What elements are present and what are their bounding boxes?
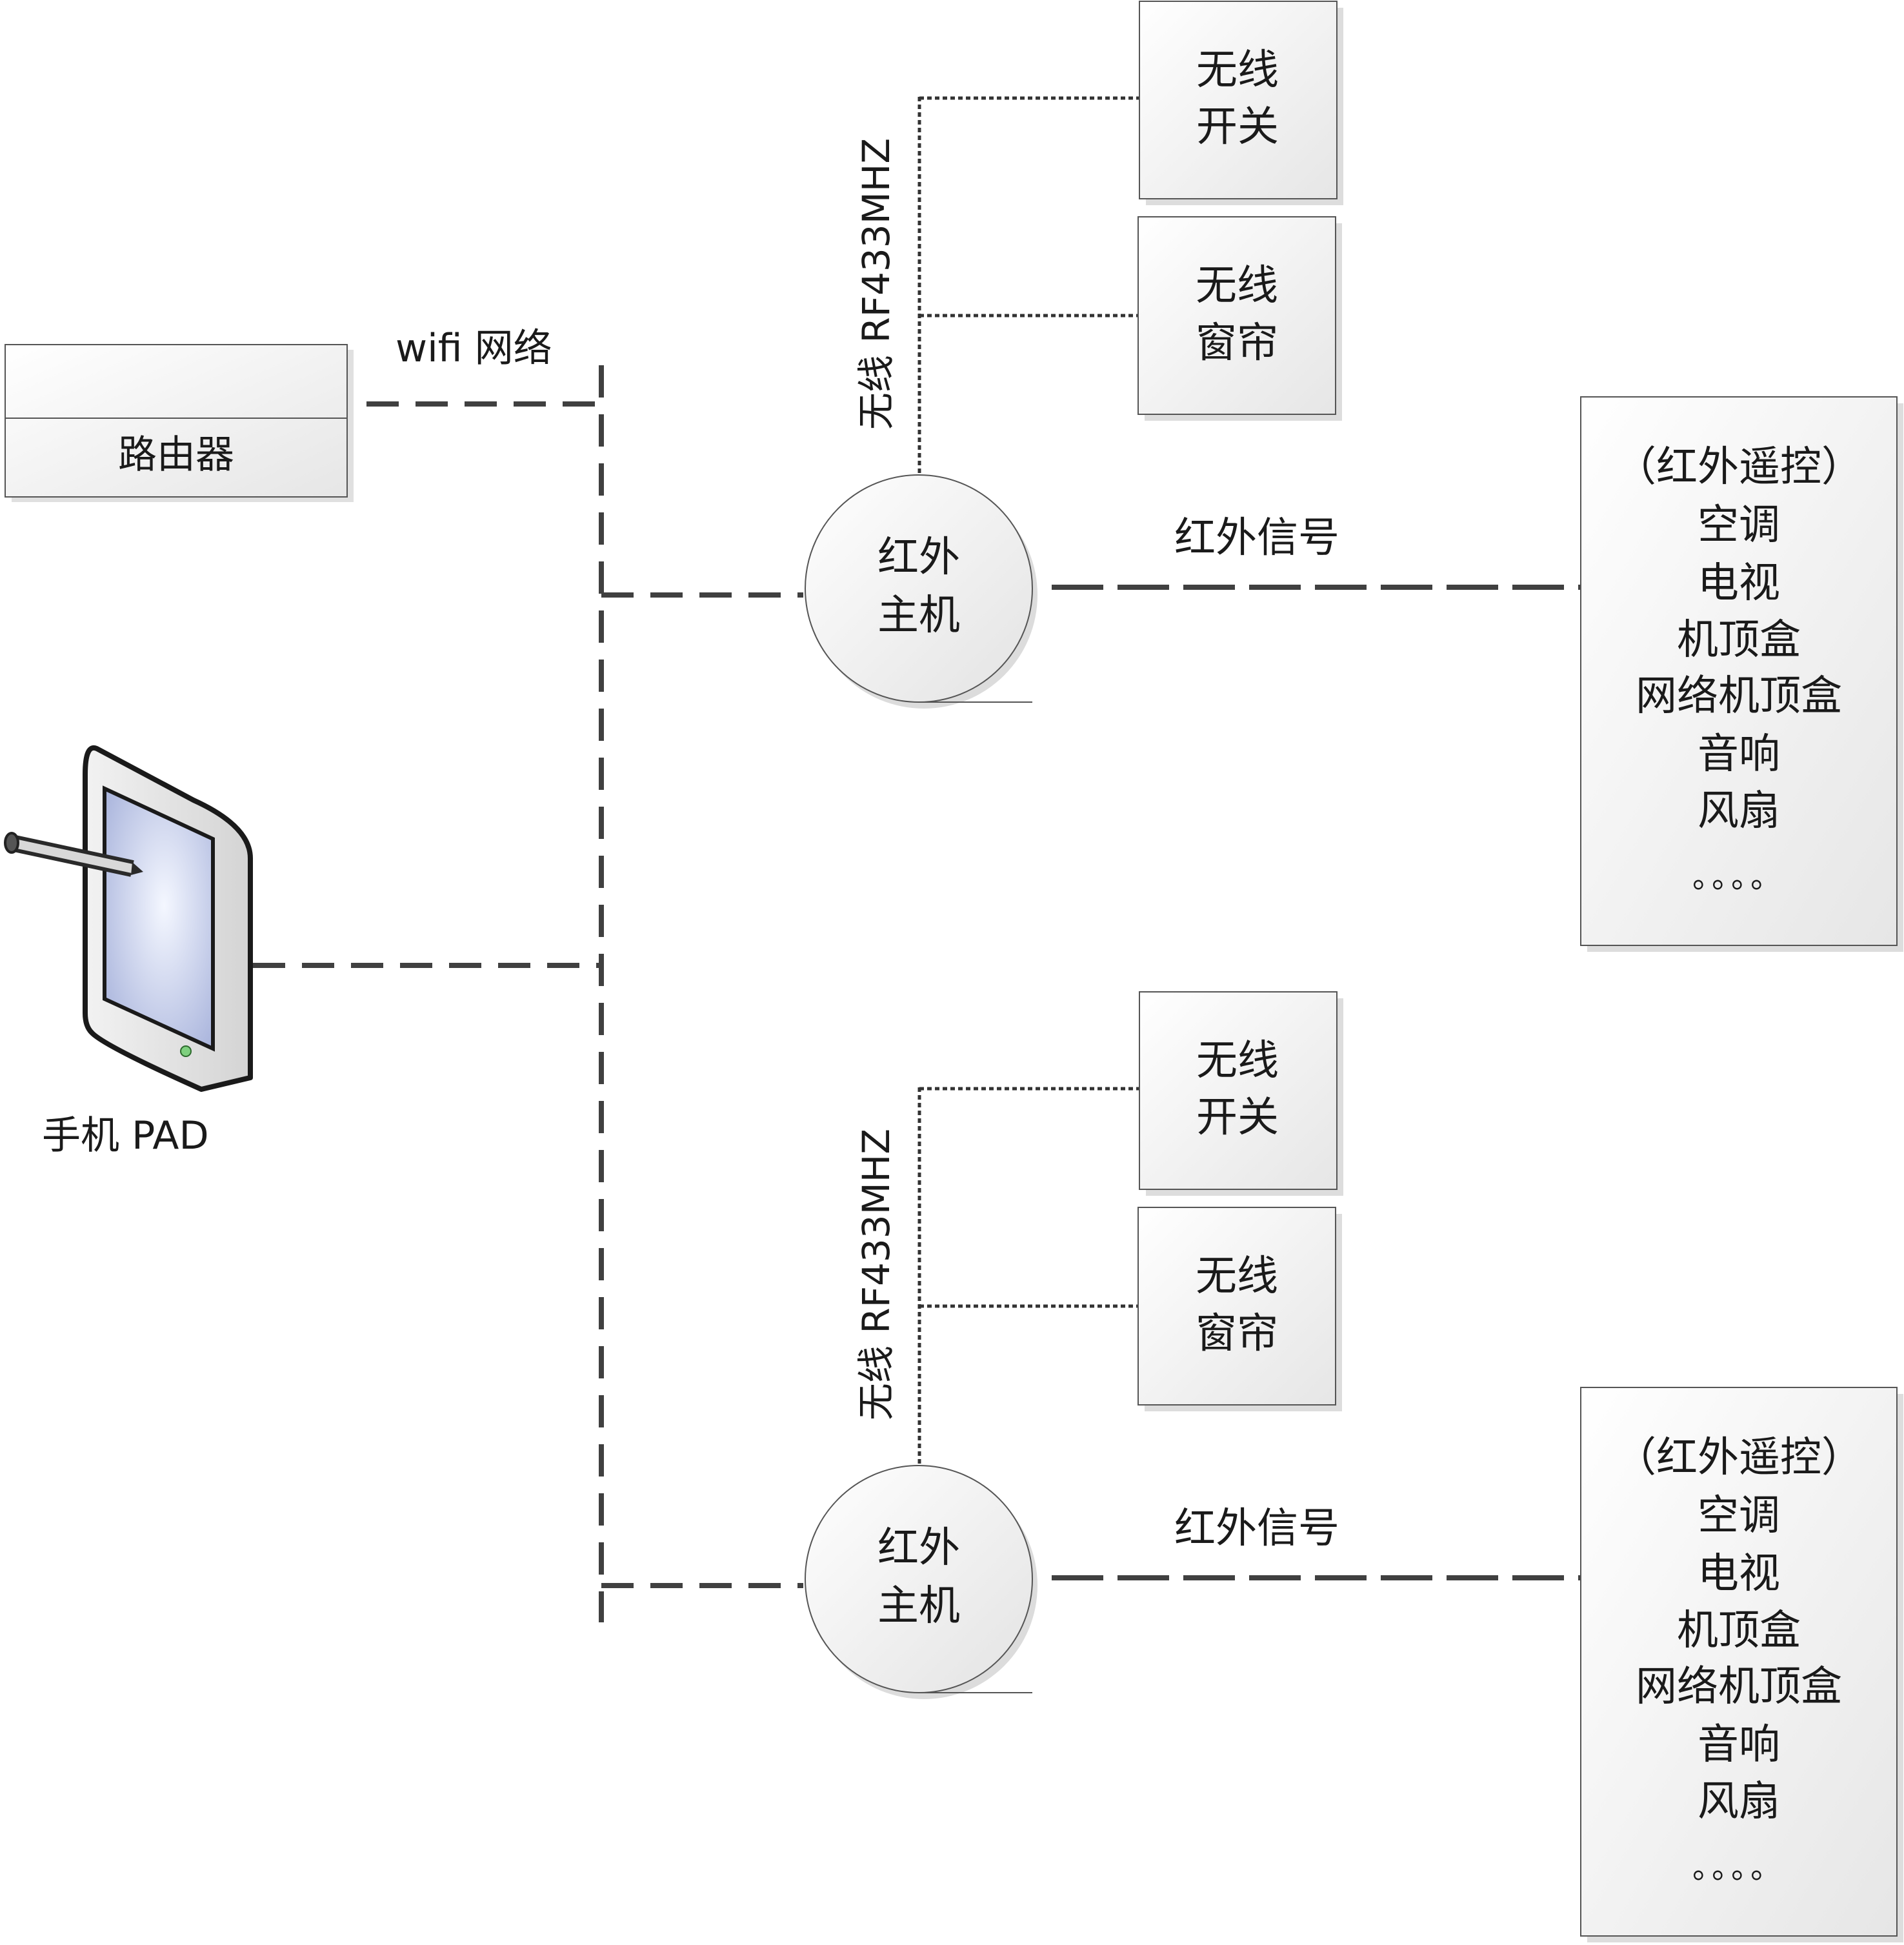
switch-label-line-1: 无线 [1196, 1037, 1279, 1085]
curtain-label-line-1: 无线 [1196, 1253, 1278, 1300]
router-label: 路由器 [118, 432, 234, 478]
ir-signal-label: 红外信号 [1174, 1505, 1339, 1553]
appliance-ellipsis: 。。。。 [1692, 1849, 1785, 1886]
appliance-item: （红外遥控） [1615, 443, 1863, 491]
appliance-item: 网络机顶盒 [1636, 672, 1842, 720]
curtain-label-line-2: 窗帘 [1196, 1310, 1278, 1358]
curtain-label-line-2: 窗帘 [1196, 319, 1278, 367]
wifi-label: wifi 网络 [396, 326, 552, 371]
curtain-label-line-1: 无线 [1196, 262, 1278, 310]
tablet-icon [4, 745, 253, 1092]
appliance-item: 风扇 [1698, 787, 1780, 835]
switch-label-line-2: 开关 [1196, 1094, 1279, 1142]
ir-signal-label: 红外信号 [1174, 514, 1339, 562]
hub-label-line-1: 红外 [877, 534, 960, 581]
appliance-item: 网络机顶盒 [1636, 1663, 1842, 1711]
appliance-item: 机顶盒 [1677, 1607, 1801, 1655]
router-box: 路由器 [5, 344, 354, 502]
appliance-item: 空调 [1698, 1492, 1780, 1540]
appliance-item: 音响 [1698, 1721, 1780, 1769]
rf-label: 无线 RF433MHZ [854, 138, 898, 430]
appliance-ellipsis: 。。。。 [1692, 859, 1785, 895]
appliance-item: 电视 [1698, 1550, 1780, 1598]
appliance-item: 音响 [1698, 731, 1780, 778]
hub-group-1: 无线 RF433MHZ无线开关无线窗帘红外主机红外信号（红外遥控）空调电视机顶盒… [805, 1, 1903, 952]
appliance-item: （红外遥控） [1615, 1434, 1863, 1482]
hub-label-line-1: 红外 [877, 1524, 960, 1572]
hub-group-2: 无线 RF433MHZ无线开关无线窗帘红外主机红外信号（红外遥控）空调电视机顶盒… [805, 991, 1903, 1942]
appliance-item: 电视 [1698, 559, 1780, 607]
hub-label-line-2: 主机 [877, 1582, 960, 1630]
hub-label-line-2: 主机 [877, 592, 960, 640]
appliance-item: 机顶盒 [1677, 616, 1801, 664]
appliance-item: 空调 [1698, 501, 1780, 549]
switch-label-line-1: 无线 [1196, 46, 1279, 94]
device-label: 手机 PAD [42, 1113, 209, 1158]
stylus-icon [4, 832, 143, 877]
appliance-item: 风扇 [1698, 1778, 1780, 1826]
rf-label: 无线 RF433MHZ [854, 1129, 898, 1420]
wifi-trunk [253, 365, 803, 1622]
switch-label-line-2: 开关 [1196, 103, 1279, 151]
hub-groups: 无线 RF433MHZ无线开关无线窗帘红外主机红外信号（红外遥控）空调电视机顶盒… [805, 1, 1903, 1942]
